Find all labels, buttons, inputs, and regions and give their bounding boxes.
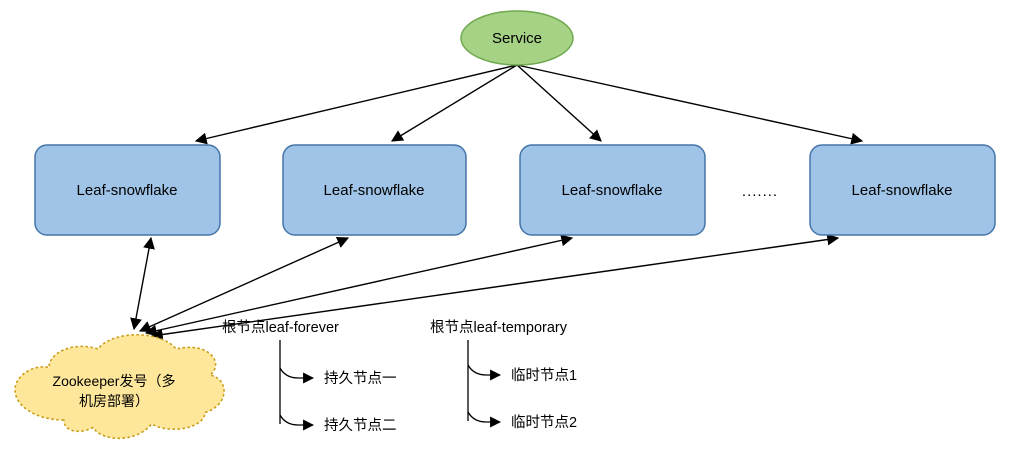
leaf-temporary-branch-2-arrow <box>467 411 502 428</box>
leaf-temporary-root-label: 根节点leaf-temporary <box>430 319 568 336</box>
zookeeper-cloud-shape <box>14 333 225 440</box>
leaf-snowflake-label-3: Leaf-snowflake <box>562 182 663 199</box>
zookeeper-cloud-node: Zookeeper发号（多 机房部署） <box>14 333 225 440</box>
leaf-snowflake-node-1: Leaf-snowflake <box>34 144 221 236</box>
service-label: Service <box>492 30 542 47</box>
leaf-temporary-child-1-label: 临时节点1 <box>511 367 577 384</box>
leaf-forever-child-1-label: 持久节点一 <box>324 370 397 387</box>
leaf-snowflake-node-3: Leaf-snowflake <box>519 144 706 236</box>
leaf-snowflake-box-2 <box>282 144 467 236</box>
leaf-snowflake-box-1 <box>34 144 221 236</box>
leaf-forever-branch-2-arrow <box>279 414 315 431</box>
edge-leaf-1-zookeeper <box>130 236 155 331</box>
edge-leaf-4-zookeeper <box>150 233 840 341</box>
leaf-forever-child-2-label: 持久节点二 <box>324 417 397 434</box>
leaf-snowflake-label-2: Leaf-snowflake <box>324 182 425 199</box>
edge-service-to-leaf-2 <box>390 64 518 142</box>
leaf-snowflake-node-2: Leaf-snowflake <box>282 144 467 236</box>
edge-service-to-leaf-3 <box>516 64 602 142</box>
leaf-snowflake-label-1: Leaf-snowflake <box>77 182 178 199</box>
edge-service-to-leaf-4 <box>516 64 864 145</box>
leaf-snowflake-box-4 <box>809 144 996 236</box>
leaf-snowflake-node-4: Leaf-snowflake <box>809 144 996 236</box>
leaf-forever-root-label: 根节点leaf-forever <box>222 319 339 336</box>
leaf-temporary-tree: 根节点leaf-temporary 临时节点1 临时节点2 <box>430 319 577 431</box>
leaf-forever-tree: 根节点leaf-forever 持久节点一 持久节点二 <box>222 319 397 434</box>
leaf-snowflake-label-4: Leaf-snowflake <box>852 182 953 199</box>
zookeeper-label-line2: 机房部署） <box>79 393 149 409</box>
leaf-temporary-child-2-label: 临时节点2 <box>511 414 577 431</box>
ellipsis-label: ....... <box>742 183 778 200</box>
service-node <box>460 10 574 66</box>
leaf-temporary-branch-1-arrow <box>467 364 502 381</box>
leaf-snowflake-box-3 <box>519 144 706 236</box>
edge-service-to-leaf-1 <box>194 64 518 145</box>
zookeeper-label-line1: Zookeeper发号（多 <box>53 373 176 389</box>
leaf-forever-branch-1-arrow <box>279 367 315 384</box>
edge-leaf-2-zookeeper <box>138 236 350 333</box>
